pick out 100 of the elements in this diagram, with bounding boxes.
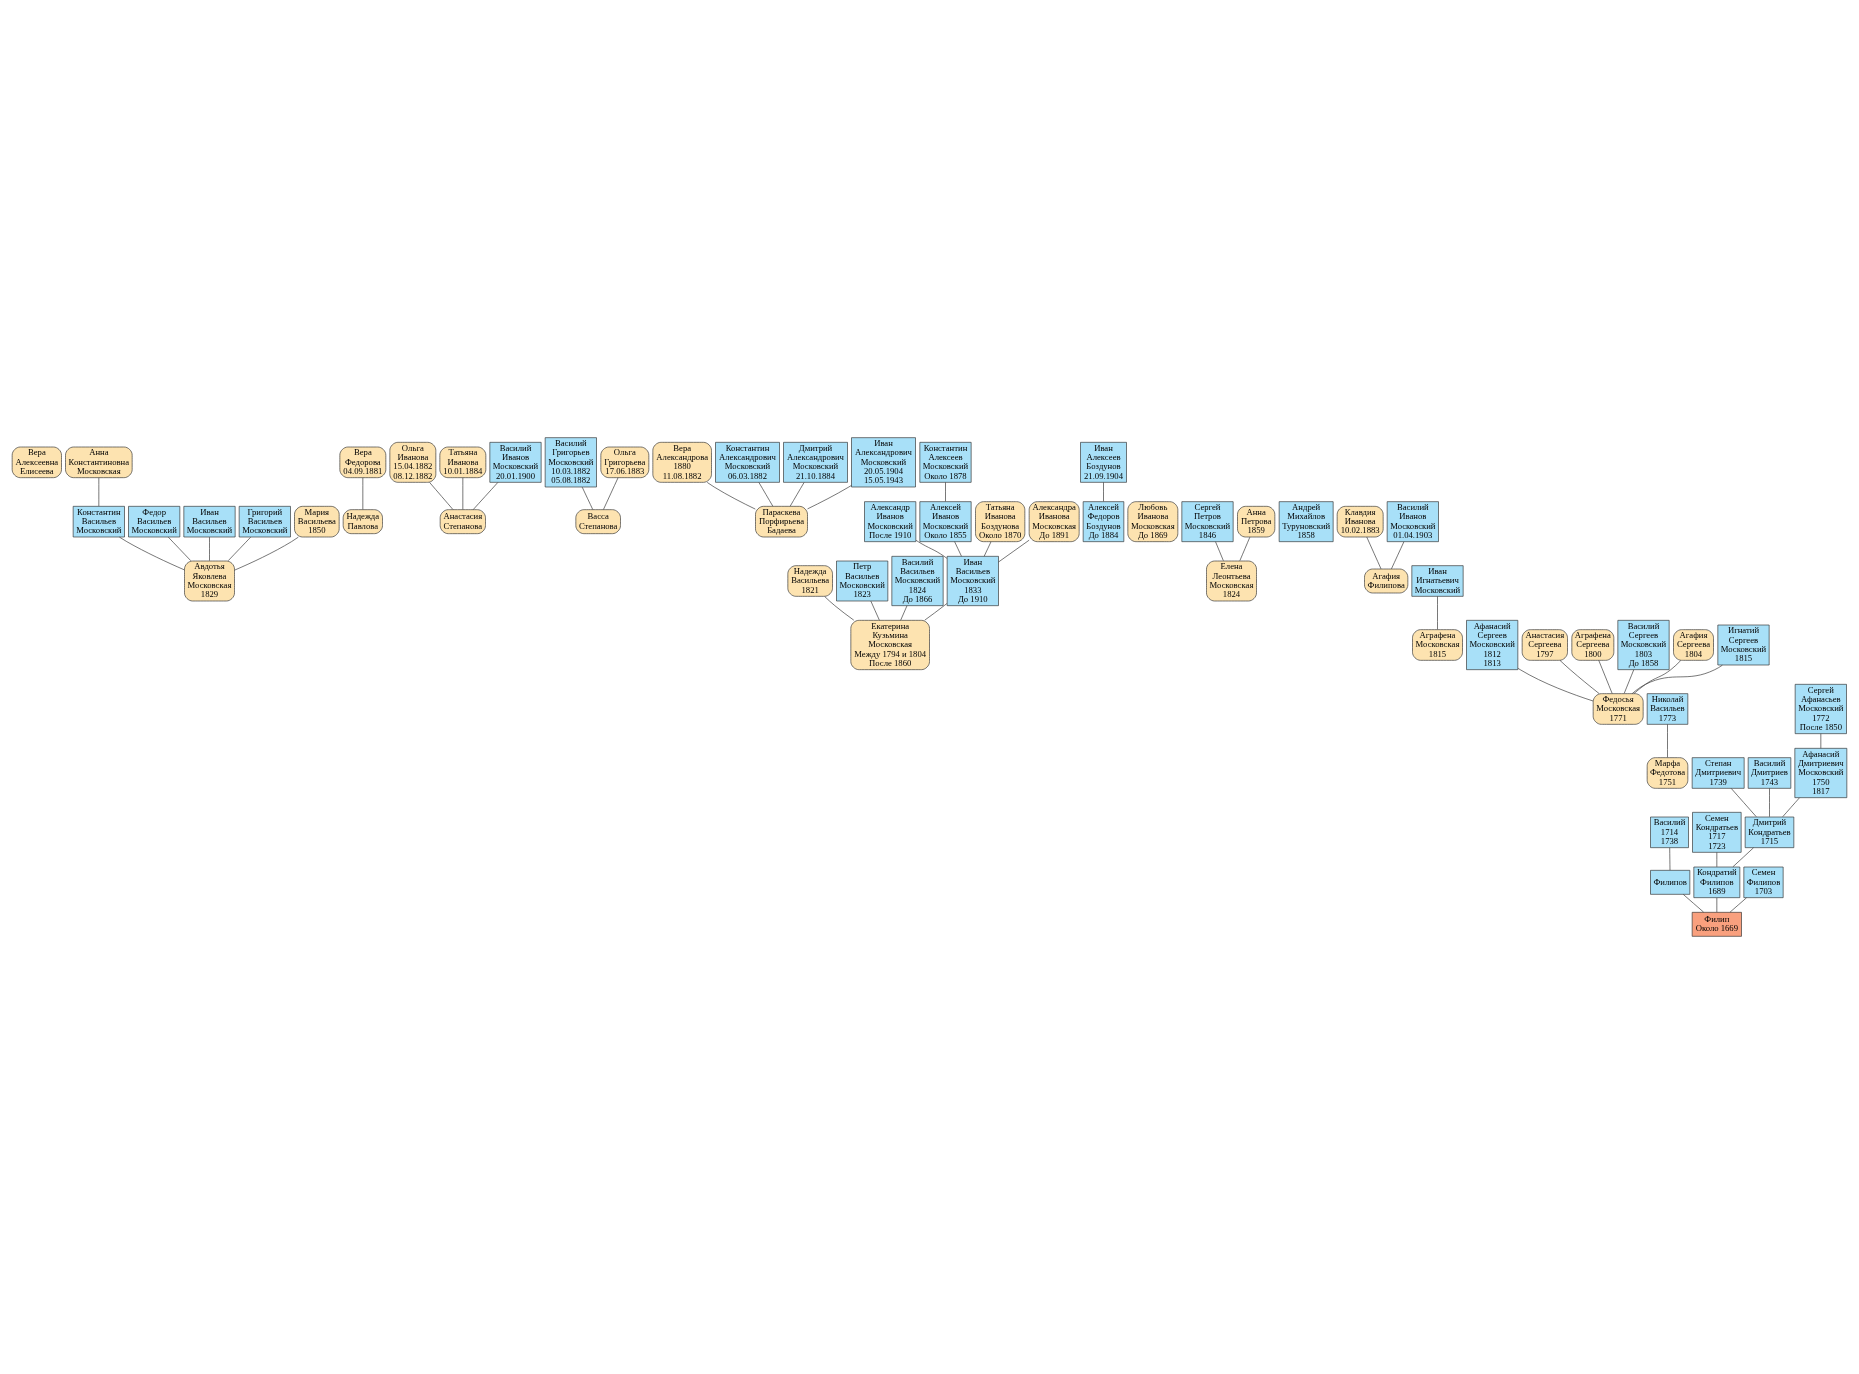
node-box: Андрей Михайлов Туруновский 1858 xyxy=(1278,501,1334,542)
connector xyxy=(1623,669,1635,694)
connector xyxy=(1631,664,1723,694)
node-box: Екатерина Кузьмина Московская Между 1794 и 1804 После 1860 xyxy=(850,620,930,670)
connector xyxy=(758,482,774,507)
node-box: Татьяна Иванова 10.01.1884 xyxy=(439,446,487,478)
connector xyxy=(1669,847,1671,871)
node-box: Надежда Павлова xyxy=(342,509,383,534)
connector xyxy=(870,600,880,621)
connector xyxy=(1667,724,1668,758)
node-box: Василий Иванов Московский 01.04.1903 xyxy=(1386,501,1439,542)
node-box: Афанасий Сергеев Московский 1812 1813 xyxy=(1466,620,1519,670)
connector xyxy=(429,482,454,510)
connector xyxy=(234,536,299,571)
node-box: Ольга Иванова 15.04.1882 08.12.1882 xyxy=(389,442,437,483)
node-box: Татьяна Иванова Боздунова Около 1870 xyxy=(975,501,1026,542)
connector xyxy=(1239,536,1251,562)
node-box: Анастасия Сергеева 1797 xyxy=(1521,629,1568,661)
node-box: Иван Игнатьевич Московский xyxy=(1411,565,1464,597)
connector xyxy=(924,603,948,621)
node-box: Аграфена Сергеева 1800 xyxy=(1571,629,1615,661)
connector xyxy=(998,539,1030,563)
connector xyxy=(119,536,185,571)
node-box: Василий 1714 1738 xyxy=(1650,816,1689,848)
connector xyxy=(945,482,946,502)
node-box: Афанасий Дмитриевич Московский 1750 1817 xyxy=(1794,748,1848,798)
connector xyxy=(1391,541,1405,570)
connector xyxy=(98,477,100,507)
node-box: Вера Александрова 1880 11.08.1882 xyxy=(652,442,712,483)
node-box: Клавдия Иванова 10.02.1883 xyxy=(1336,506,1384,538)
connector xyxy=(1732,847,1754,868)
node-box: Алексей Иванов Московский Около 1855 xyxy=(919,501,972,542)
node-box: Дмитрий Кондратьев 1715 xyxy=(1744,816,1795,848)
node-box: Ольга Григорьева 17.06.1883 xyxy=(600,446,650,478)
connector xyxy=(1598,660,1613,694)
node-box: Филип Около 1669 xyxy=(1691,912,1742,937)
node-box: Григорий Васильев Московский xyxy=(238,506,291,538)
node-box: Федор Васильев Московский xyxy=(128,506,181,538)
connector xyxy=(227,536,251,562)
node-box: Анна Петрова 1859 xyxy=(1237,506,1276,538)
connector xyxy=(1215,541,1224,562)
connector xyxy=(603,477,619,510)
node-box: Петр Васильев Московский 1823 xyxy=(836,560,889,602)
node-box: Елена Леонтьева Московская 1824 xyxy=(1206,560,1257,602)
node-box: Николай Васильев 1773 xyxy=(1646,693,1689,725)
node-box: Константин Алексеев Московский Около 1878 xyxy=(919,442,972,483)
node-box: Алексей Федоров Боздунов До 1884 xyxy=(1082,501,1125,542)
node-box: Авдотья Яковлева Московская 1829 xyxy=(184,560,235,602)
node-box: Степан Дмитриевич 1739 xyxy=(1691,757,1745,789)
connector xyxy=(1517,667,1594,702)
connector xyxy=(462,477,464,510)
node-box: Игнатий Сергеев Московский 1815 xyxy=(1717,624,1770,666)
connector xyxy=(1730,788,1757,818)
node-box: Иван Алексеев Боздунов 21.09.1904 xyxy=(1080,442,1127,483)
node-box: Марфа Федотова 1751 xyxy=(1646,757,1689,789)
node-box: Анна Константиновна Московская xyxy=(65,446,133,478)
node-box: Сергей Афанасьев Московский 1772 После 1850 xyxy=(1794,684,1847,734)
node-box: Василий Дмитриев 1743 xyxy=(1747,757,1792,789)
node-box: Семен Филипов 1703 xyxy=(1743,866,1784,898)
node-box: Константин Александрович Московский 06.03.1882 xyxy=(715,442,780,483)
node-box: Сергей Петров Московский 1846 xyxy=(1181,501,1234,542)
connector xyxy=(954,541,962,557)
node-box: Вера Алексеевна Елисеева xyxy=(11,446,62,478)
connector xyxy=(824,596,855,621)
connector xyxy=(472,482,499,510)
node-box: Аграфена Московская 1815 xyxy=(1412,629,1463,661)
node-box: Агафия Филипова xyxy=(1364,568,1409,594)
node-box: Дмитрий Александрович Московский 21.10.1884 xyxy=(783,442,848,483)
node-box: Любовь Иванова Московская До 1869 xyxy=(1127,501,1179,542)
connector xyxy=(209,536,210,562)
connector xyxy=(900,605,908,621)
node-box: Анастасия Степанова xyxy=(439,509,486,534)
node-box: Александр Иванов Московский После 1910 xyxy=(864,501,917,542)
connector xyxy=(1820,733,1822,749)
node-box: Надежда Васильева 1821 xyxy=(787,565,833,597)
node-box: Параскева Порфирьева Бадаева xyxy=(755,506,808,538)
connector xyxy=(1716,897,1718,913)
node-box: Василий Сергеев Московский 1803 До 1858 xyxy=(1617,620,1670,670)
node-box: Василий Григорьев Московский 10.03.1882 05.08.1882 xyxy=(544,437,597,488)
node-box: Василий Иванов Московский 20.01.1900 xyxy=(489,442,542,483)
connector xyxy=(789,482,805,507)
node-box: Александра Иванова Московская До 1891 xyxy=(1028,501,1080,542)
connector xyxy=(362,477,364,510)
node-box: Кондратий Филипов 1689 xyxy=(1693,866,1741,898)
node-box: Василий Васильев Московский 1824 До 1866 xyxy=(891,556,944,606)
connector xyxy=(1366,536,1382,570)
node-box: Константин Васильев Московский xyxy=(72,506,125,538)
node-box: Мария Васильева 1850 xyxy=(294,506,340,538)
node-box: Вера Федорова 04.09.1881 xyxy=(339,446,387,478)
connector xyxy=(915,540,948,559)
node-box: Филипов xyxy=(1650,870,1691,895)
node-box: Иван Васильев Московский xyxy=(183,506,236,538)
connector xyxy=(1437,596,1438,630)
connector xyxy=(1103,482,1104,502)
connector xyxy=(1782,797,1800,818)
node-box: Иван Васильев Московский 1833 До 1910 xyxy=(946,556,999,606)
connector xyxy=(807,485,852,510)
connector xyxy=(1716,852,1718,868)
node-box: Иван Александрович Московский 20.05.1904 15.05.1943 xyxy=(851,437,916,488)
connector xyxy=(168,536,192,562)
